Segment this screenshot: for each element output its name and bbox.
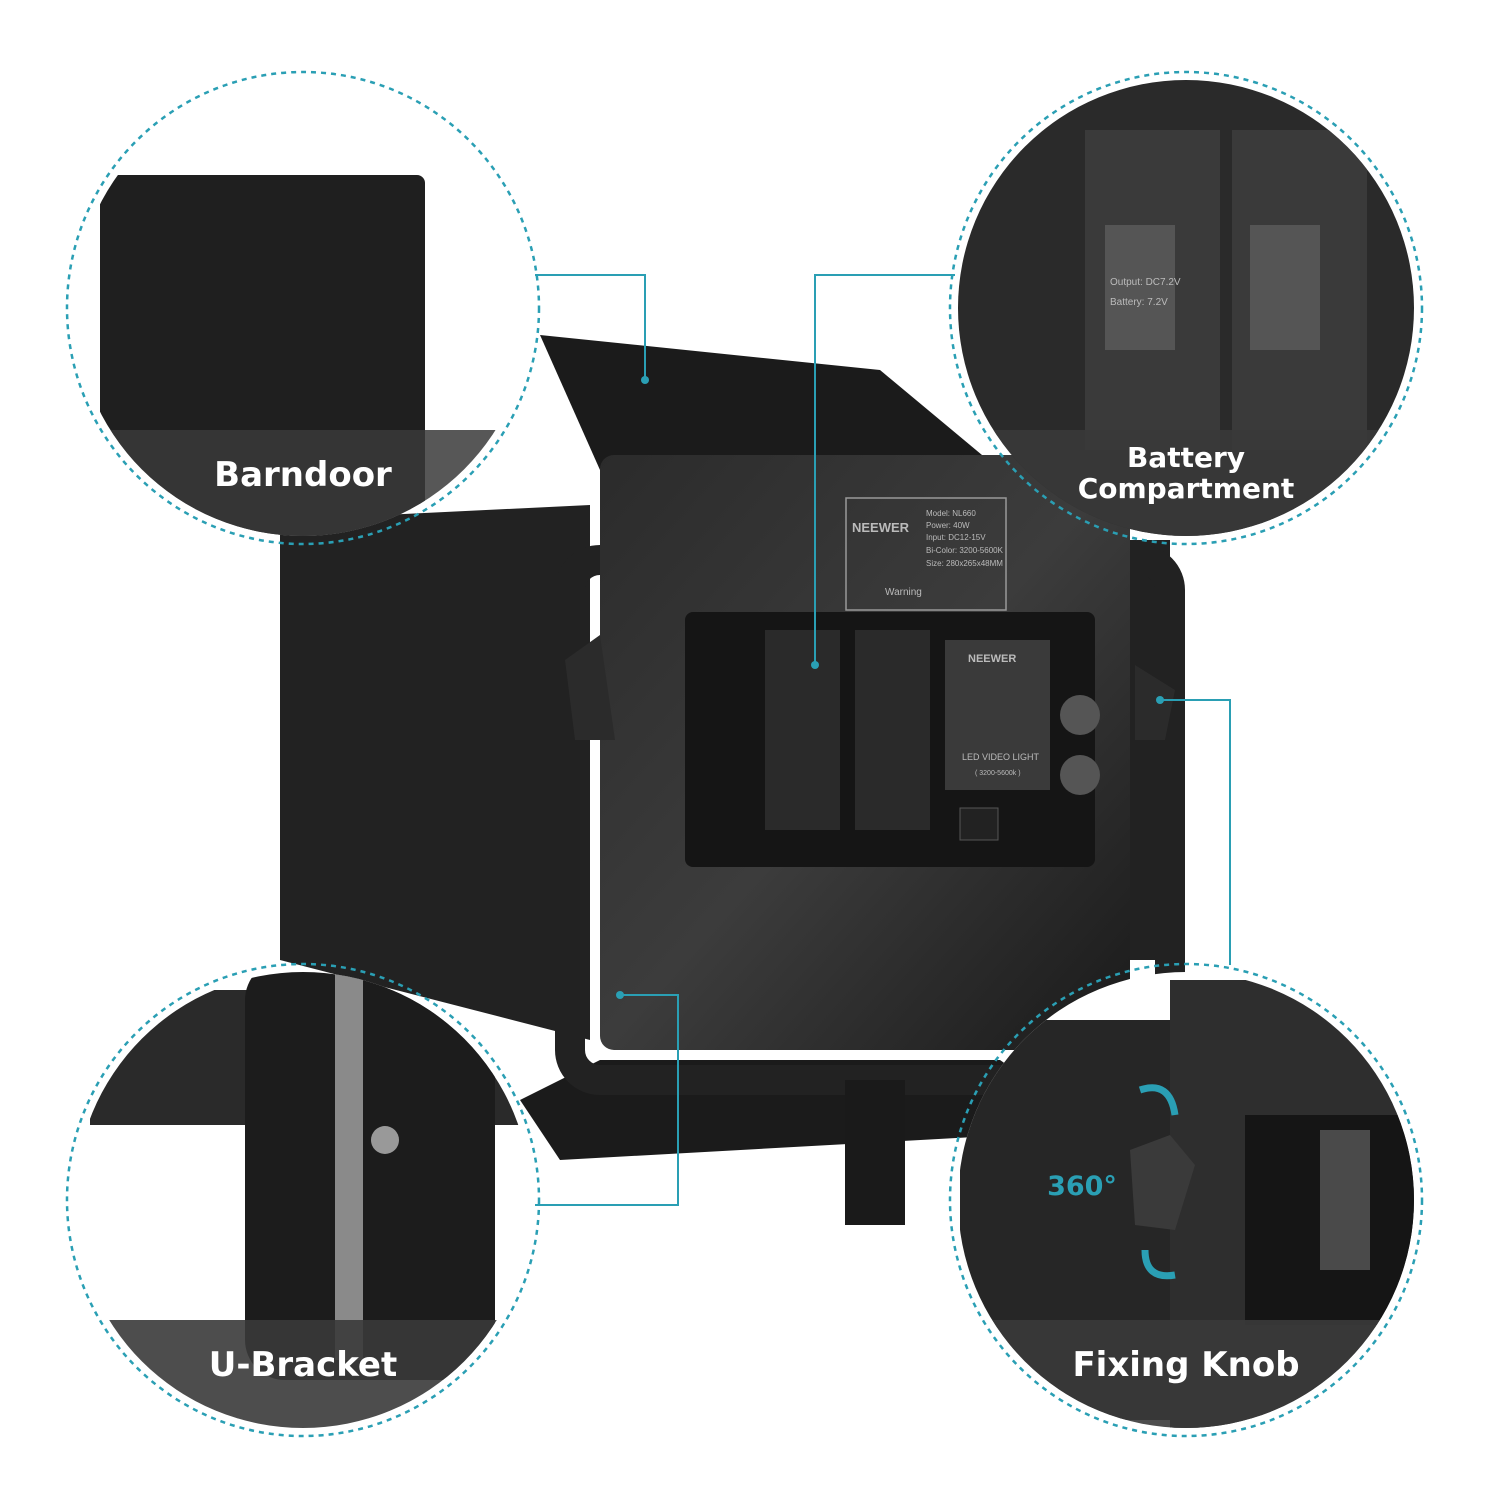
battery-voltage-text: Battery: 7.2V bbox=[1110, 297, 1168, 308]
brightness-knob bbox=[1060, 755, 1100, 795]
spec-model: Model: NL660 bbox=[926, 509, 976, 518]
right-knob bbox=[1135, 665, 1175, 740]
spec-bicolor: Bi-Color: 3200-5600K bbox=[926, 546, 1004, 555]
barndoor-top bbox=[540, 335, 1000, 470]
fixing-knob-label: Fixing Knob bbox=[1072, 1345, 1299, 1385]
spec-plate bbox=[845, 497, 1007, 611]
led-panel-product: NEEWER Model: NL660 Power: 40W Input: DC… bbox=[280, 335, 1185, 1225]
control-title: LED VIDEO LIGHT bbox=[962, 752, 1040, 762]
power-switch bbox=[959, 807, 999, 841]
spec-warning: Warning bbox=[885, 587, 922, 598]
u-bracket-label: U-Bracket bbox=[209, 1345, 398, 1385]
callout-fixing-knob: 360° Fixing Knob bbox=[948, 962, 1424, 1438]
spec-power: Power: 40W bbox=[926, 521, 970, 530]
spec-size: Size: 280x265x48MM bbox=[926, 559, 1003, 568]
barndoor-left bbox=[280, 505, 590, 1040]
spec-brand: NEEWER bbox=[852, 520, 910, 535]
color-temp-knob bbox=[1060, 695, 1100, 735]
left-knob bbox=[565, 635, 615, 740]
battery-plate-2 bbox=[855, 630, 930, 830]
control-display bbox=[945, 640, 1050, 790]
callout-lines bbox=[535, 274, 1231, 1206]
callout-u-bracket: U-Bracket bbox=[65, 962, 541, 1438]
callout-battery-compartment: Output: DC7.2V Battery: 7.2V Battery Com… bbox=[948, 70, 1424, 546]
callout-barndoor: Barndoor bbox=[65, 70, 541, 546]
control-brand: NEEWER bbox=[968, 653, 1016, 665]
rotate-arrow-bottom-icon bbox=[1141, 1249, 1176, 1280]
mount-post bbox=[845, 1080, 905, 1225]
battery-output-text: Output: DC7.2V bbox=[1110, 277, 1181, 288]
battery-label-line1: Battery bbox=[1127, 441, 1245, 474]
control-range: ( 3200-5600k ) bbox=[975, 770, 1021, 777]
battery-label-line2: Compartment bbox=[1078, 472, 1295, 505]
barndoor-label: Barndoor bbox=[214, 455, 392, 495]
rotation-label: 360° bbox=[1047, 1171, 1117, 1202]
battery-plate-1 bbox=[765, 630, 840, 830]
rotate-arrow-top-icon bbox=[1138, 1084, 1179, 1116]
spec-input: Input: DC12-15V bbox=[926, 533, 986, 542]
